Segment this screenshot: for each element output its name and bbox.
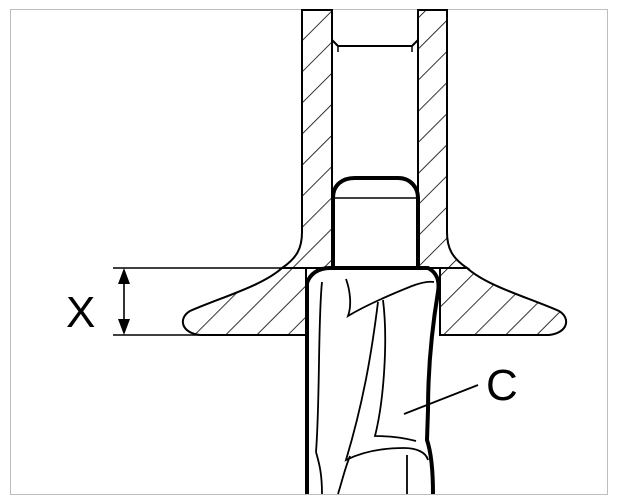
tool-flute-3	[373, 299, 417, 442]
arrow-up	[118, 268, 130, 284]
tool-shank-line	[337, 455, 351, 495]
left-wall	[278, 9, 333, 269]
tool-flute-1	[345, 278, 435, 319]
bore	[331, 39, 419, 52]
left-flange	[181, 267, 307, 336]
housing-section	[181, 9, 568, 336]
tool-flute-4	[344, 301, 429, 462]
tool-body-outline	[305, 266, 441, 495]
dimension-x	[113, 267, 440, 336]
leader-c	[403, 384, 479, 415]
label-x: X	[66, 288, 95, 337]
pilot-plug	[331, 176, 420, 270]
right-wall	[417, 9, 471, 269]
label-c: C	[486, 361, 518, 410]
tool-flute-2	[315, 281, 323, 453]
tool-c	[305, 266, 441, 495]
right-flange	[439, 267, 568, 336]
arrow-down	[118, 319, 130, 335]
